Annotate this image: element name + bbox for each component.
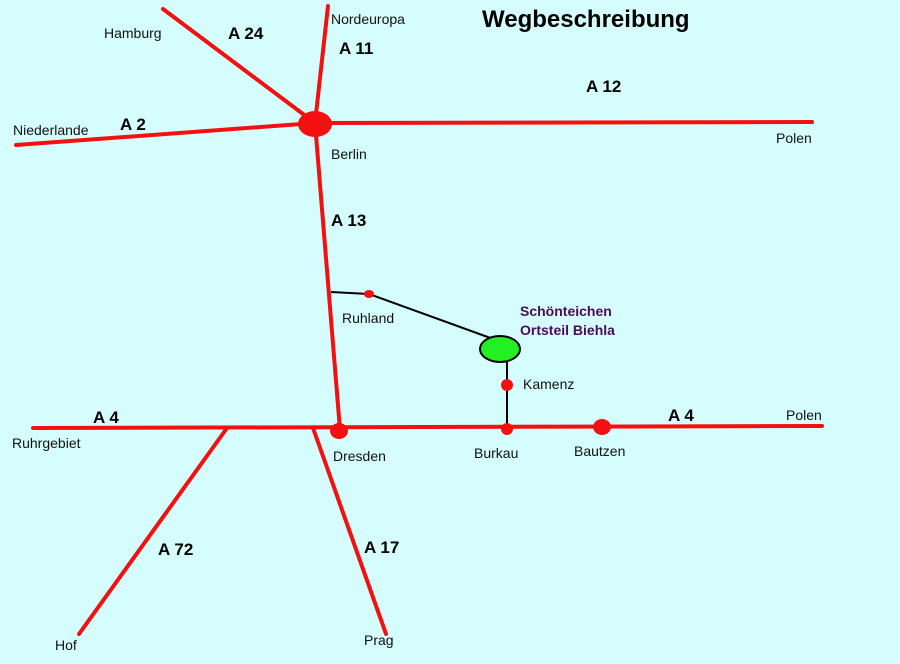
label-a17: A 17 (364, 538, 399, 557)
road-a13 (313, 121, 342, 432)
road-ruhland-spur (330, 291, 370, 295)
ruhland-marker (364, 290, 374, 298)
destination-line2: Ortsteil Biehla (520, 322, 615, 338)
road-a11 (313, 4, 330, 125)
road-a4 (31, 424, 824, 430)
road-a2 (14, 121, 317, 147)
label-prag: Prag (364, 632, 394, 648)
road-a24 (161, 7, 317, 125)
road-a17 (311, 426, 388, 636)
kamenz-marker (501, 379, 513, 391)
burkau-marker (501, 423, 513, 435)
destination-label: Schönteichen Ortsteil Biehla (520, 303, 615, 338)
place-labels: Hamburg Nordeuropa Niederlande Berlin Po… (12, 11, 822, 653)
label-a4-east: A 4 (668, 406, 694, 425)
label-a11: A 11 (339, 39, 373, 58)
label-berlin: Berlin (331, 146, 367, 162)
road-a72 (77, 426, 229, 636)
destination-line1: Schönteichen (520, 303, 612, 319)
destination-marker (479, 335, 521, 363)
highway-labels: A 24 A 11 A 12 A 2 A 13 A 4 A 4 A 72 A 1… (93, 24, 694, 559)
label-bautzen: Bautzen (574, 443, 625, 459)
local-roads (330, 291, 508, 430)
label-a2: A 2 (120, 115, 146, 134)
label-hof: Hof (55, 637, 77, 653)
berlin-marker (298, 111, 332, 137)
dresden-marker (330, 423, 348, 439)
label-ruhland: Ruhland (342, 310, 394, 326)
label-polen-north: Polen (776, 130, 812, 146)
city-markers (298, 111, 611, 439)
label-dresden: Dresden (333, 448, 386, 464)
label-a12: A 12 (586, 77, 621, 96)
label-niederlande: Niederlande (13, 122, 89, 138)
label-ruhrgebiet: Ruhrgebiet (12, 435, 81, 451)
road-ruhland-biehla (368, 293, 497, 341)
highways (14, 4, 824, 636)
label-polen-east: Polen (786, 407, 822, 423)
bautzen-marker (593, 419, 611, 435)
label-a24: A 24 (228, 24, 264, 43)
label-kamenz: Kamenz (523, 376, 574, 392)
label-a4-west: A 4 (93, 408, 119, 427)
label-nordeuropa: Nordeuropa (331, 11, 405, 27)
map-title: Wegbeschreibung (482, 6, 690, 33)
label-a13: A 13 (331, 211, 366, 230)
label-hamburg: Hamburg (104, 25, 162, 41)
label-a72: A 72 (158, 540, 193, 559)
road-a12 (313, 120, 814, 125)
label-burkau: Burkau (474, 445, 518, 461)
